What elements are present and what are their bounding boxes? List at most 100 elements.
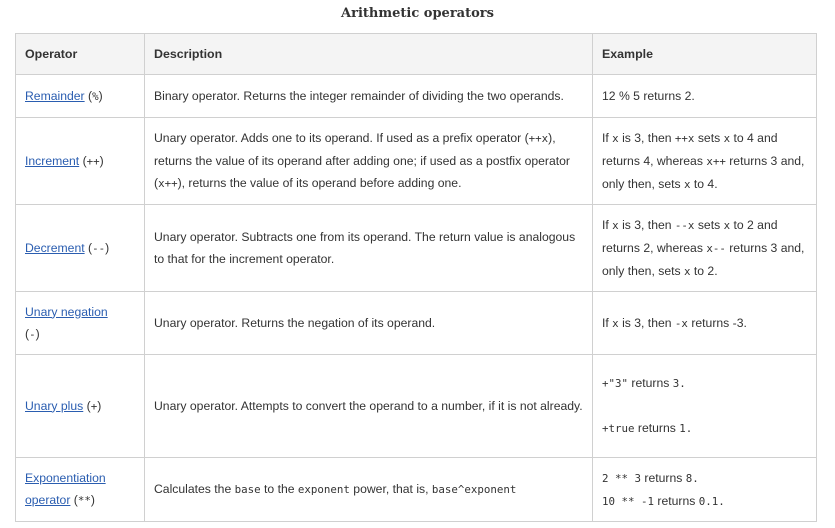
header-operator: Operator [15, 33, 145, 75]
ex-text: returns [654, 493, 699, 508]
table-row: Unary plus (+) Unary operator. Attempts … [15, 354, 817, 458]
ex-text: returns 3 and, only then, sets [602, 153, 805, 191]
arithmetic-operators-table: Operator Description Example Remainder (… [15, 33, 817, 522]
ex-code: ++x [674, 131, 695, 145]
ex-code: x [612, 131, 619, 145]
operator-symbol: -- [92, 241, 106, 255]
operator-symbol: + [90, 399, 98, 413]
example-cell: 12 % 5 returns 2. [592, 74, 817, 118]
example-cell: If x is 3, then --x sets x to 2 and retu… [592, 204, 817, 292]
ex-code: x [683, 264, 691, 278]
ex-text: If [602, 130, 613, 145]
example-cell: If x is 3, then -x returns -3. [592, 291, 817, 355]
example-cell: 2 ** 3 returns 8. 10 ** -1 returns 0.1. [592, 457, 817, 522]
ex-text: returns [628, 376, 673, 390]
ex-text: . [718, 494, 725, 508]
desc-text: Calculates the [154, 482, 235, 496]
example-line: +true returns 1. [602, 417, 807, 440]
desc-code: x++ [158, 177, 178, 190]
desc-code: base [234, 483, 261, 496]
ex-code: x [612, 218, 619, 232]
example-line: 2 ** 3 returns 8. [602, 467, 807, 490]
unary-plus-link[interactable]: Unary plus [25, 398, 84, 413]
ex-code: 0.1 [698, 494, 719, 508]
ex-text: to 2. [690, 263, 718, 278]
operator-cell: Increment (++) [15, 117, 145, 205]
ex-code: +true [602, 422, 635, 435]
ex-text: . [692, 471, 699, 485]
ex-text: to 4. [690, 176, 718, 191]
decrement-link[interactable]: Decrement [25, 240, 85, 255]
ex-code: --x [674, 218, 695, 232]
ex-code: 3 [672, 377, 680, 390]
operator-symbol: ** [77, 494, 91, 507]
operator-cell: Unary negation(-) [15, 291, 145, 355]
header-row: Operator Description Example [15, 33, 817, 75]
operator-symbol: ++ [86, 154, 100, 168]
table-row: Remainder (%) Binary operator. Returns t… [15, 74, 817, 118]
ex-text: returns 3 and, only then, sets [602, 240, 805, 278]
ex-text: . [679, 377, 686, 390]
ex-text: . [685, 422, 693, 435]
exponentiation-operator-link[interactable]: Exponentiation operator [25, 471, 106, 507]
example-cell: If x is 3, then ++x sets x to 4 and retu… [592, 117, 817, 205]
example-line: 10 ** -1 returns 0.1. [602, 490, 807, 513]
ex-code: x++ [706, 154, 726, 168]
ex-code: x [683, 177, 691, 191]
description-cell: Unary operator. Subtracts one from its o… [144, 204, 593, 292]
table-row: Increment (++) Unary operator. Adds one … [15, 117, 817, 205]
description-cell: Unary operator. Attempts to convert the … [144, 354, 593, 458]
description-cell: Calculates the base to the exponent powe… [144, 457, 593, 522]
increment-link[interactable]: Increment [25, 153, 80, 168]
description-cell: Unary operator. Returns the negation of … [144, 291, 593, 355]
desc-text: power, that is, [349, 482, 432, 496]
ex-text: returns -3. [687, 315, 747, 330]
ex-code: 8 [685, 471, 693, 485]
ex-text: If [602, 315, 613, 330]
table-row: Unary negation(-) Unary operator. Return… [15, 291, 817, 355]
ex-text: sets [694, 217, 724, 232]
ex-text: If [602, 217, 613, 232]
desc-text: Unary operator. Adds one to its operand.… [154, 131, 529, 145]
ex-code: x-- [706, 241, 726, 255]
remainder-link[interactable]: Remainder [25, 88, 85, 103]
operator-cell: Remainder (%) [15, 74, 145, 118]
operator-cell: Exponentiation operator (**) [15, 457, 145, 522]
ex-code: x [612, 316, 619, 330]
table-row: Exponentiation operator (**) Calculates … [15, 457, 817, 522]
ex-text: to 2 and returns 2, whereas [602, 217, 778, 255]
ex-text: sets [694, 130, 724, 145]
description-cell: Binary operator. Returns the integer rem… [144, 74, 593, 118]
desc-code: base^exponent [431, 483, 517, 496]
example-cell: +"3" returns 3. +true returns 1. [592, 354, 817, 458]
ex-text: returns [634, 421, 680, 435]
header-example: Example [592, 33, 817, 75]
ex-text: is 3, then [618, 130, 675, 145]
ex-text: is 3, then [618, 315, 675, 330]
desc-text: to the [260, 482, 298, 496]
desc-text: ), returns the value of its operand afte… [154, 131, 570, 190]
ex-code: 1 [679, 422, 686, 435]
description-cell: Unary operator. Adds one to its operand.… [144, 117, 593, 205]
table-row: Decrement (--) Unary operator. Subtracts… [15, 204, 817, 292]
example-line: +"3" returns 3. [602, 372, 807, 395]
ex-code: 2 ** 3 [602, 471, 642, 485]
operator-symbol: - [29, 327, 36, 341]
header-description: Description [144, 33, 593, 75]
ex-text: is 3, then [618, 217, 675, 232]
ex-text: returns [641, 470, 686, 485]
desc-text: ), returns the value of its operand befo… [177, 176, 462, 190]
operator-cell: Unary plus (+) [15, 354, 145, 458]
operator-symbol: % [92, 89, 99, 103]
ex-text: to 4 and returns 4, whereas [602, 130, 778, 168]
ex-code: x [723, 218, 731, 232]
desc-code: exponent [297, 483, 350, 496]
unary-negation-link[interactable]: Unary negation [25, 304, 108, 319]
ex-code: -x [674, 316, 688, 330]
table-caption: Arithmetic operators [341, 6, 494, 21]
ex-code: x [723, 131, 731, 145]
ex-code: 10 ** -1 [602, 494, 655, 508]
desc-code: ++x [528, 132, 549, 145]
operator-cell: Decrement (--) [15, 204, 145, 292]
ex-code: +"3" [602, 377, 629, 390]
